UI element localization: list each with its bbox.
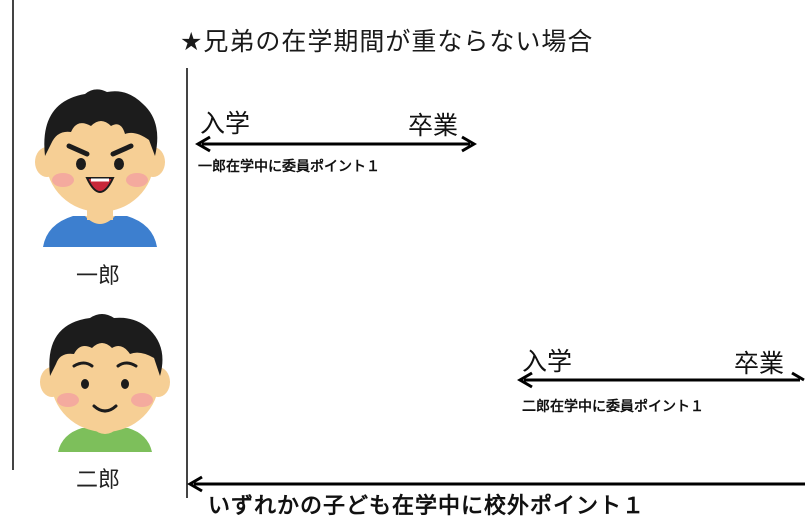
jiro-name-label: 二郎 (76, 468, 121, 493)
ichiro-graduate-label: 卒業 (408, 111, 459, 140)
overall-period-arrow (187, 475, 805, 493)
timeline-axis (186, 68, 188, 498)
jiro-period-arrow (517, 371, 805, 389)
ichiro-enroll-label: 入学 (200, 109, 251, 138)
jiro-avatar (40, 314, 170, 452)
jiro-point-note: 二郎在学中に委員ポイント１ (522, 399, 704, 415)
page-title: ★兄弟の在学期間が重ならない場合 (180, 27, 594, 56)
ichiro-avatar (35, 89, 165, 247)
ichiro-hair (44, 89, 158, 156)
outside-school-point-note: いずれかの子ども在学中に校外ポイント１ (208, 493, 646, 519)
jiro-graduate-label: 卒業 (734, 349, 785, 378)
jiro-hair (49, 314, 163, 376)
ichiro-name-label: 一郎 (76, 264, 121, 289)
jiro-enroll-label: 入学 (522, 347, 573, 376)
ichiro-shirt (43, 216, 157, 247)
left-border-line (12, 0, 14, 470)
jiro-shirt (58, 428, 152, 452)
ichiro-period-arrow (195, 135, 477, 153)
ichiro-point-note: 一郎在学中に委員ポイント１ (198, 159, 380, 175)
